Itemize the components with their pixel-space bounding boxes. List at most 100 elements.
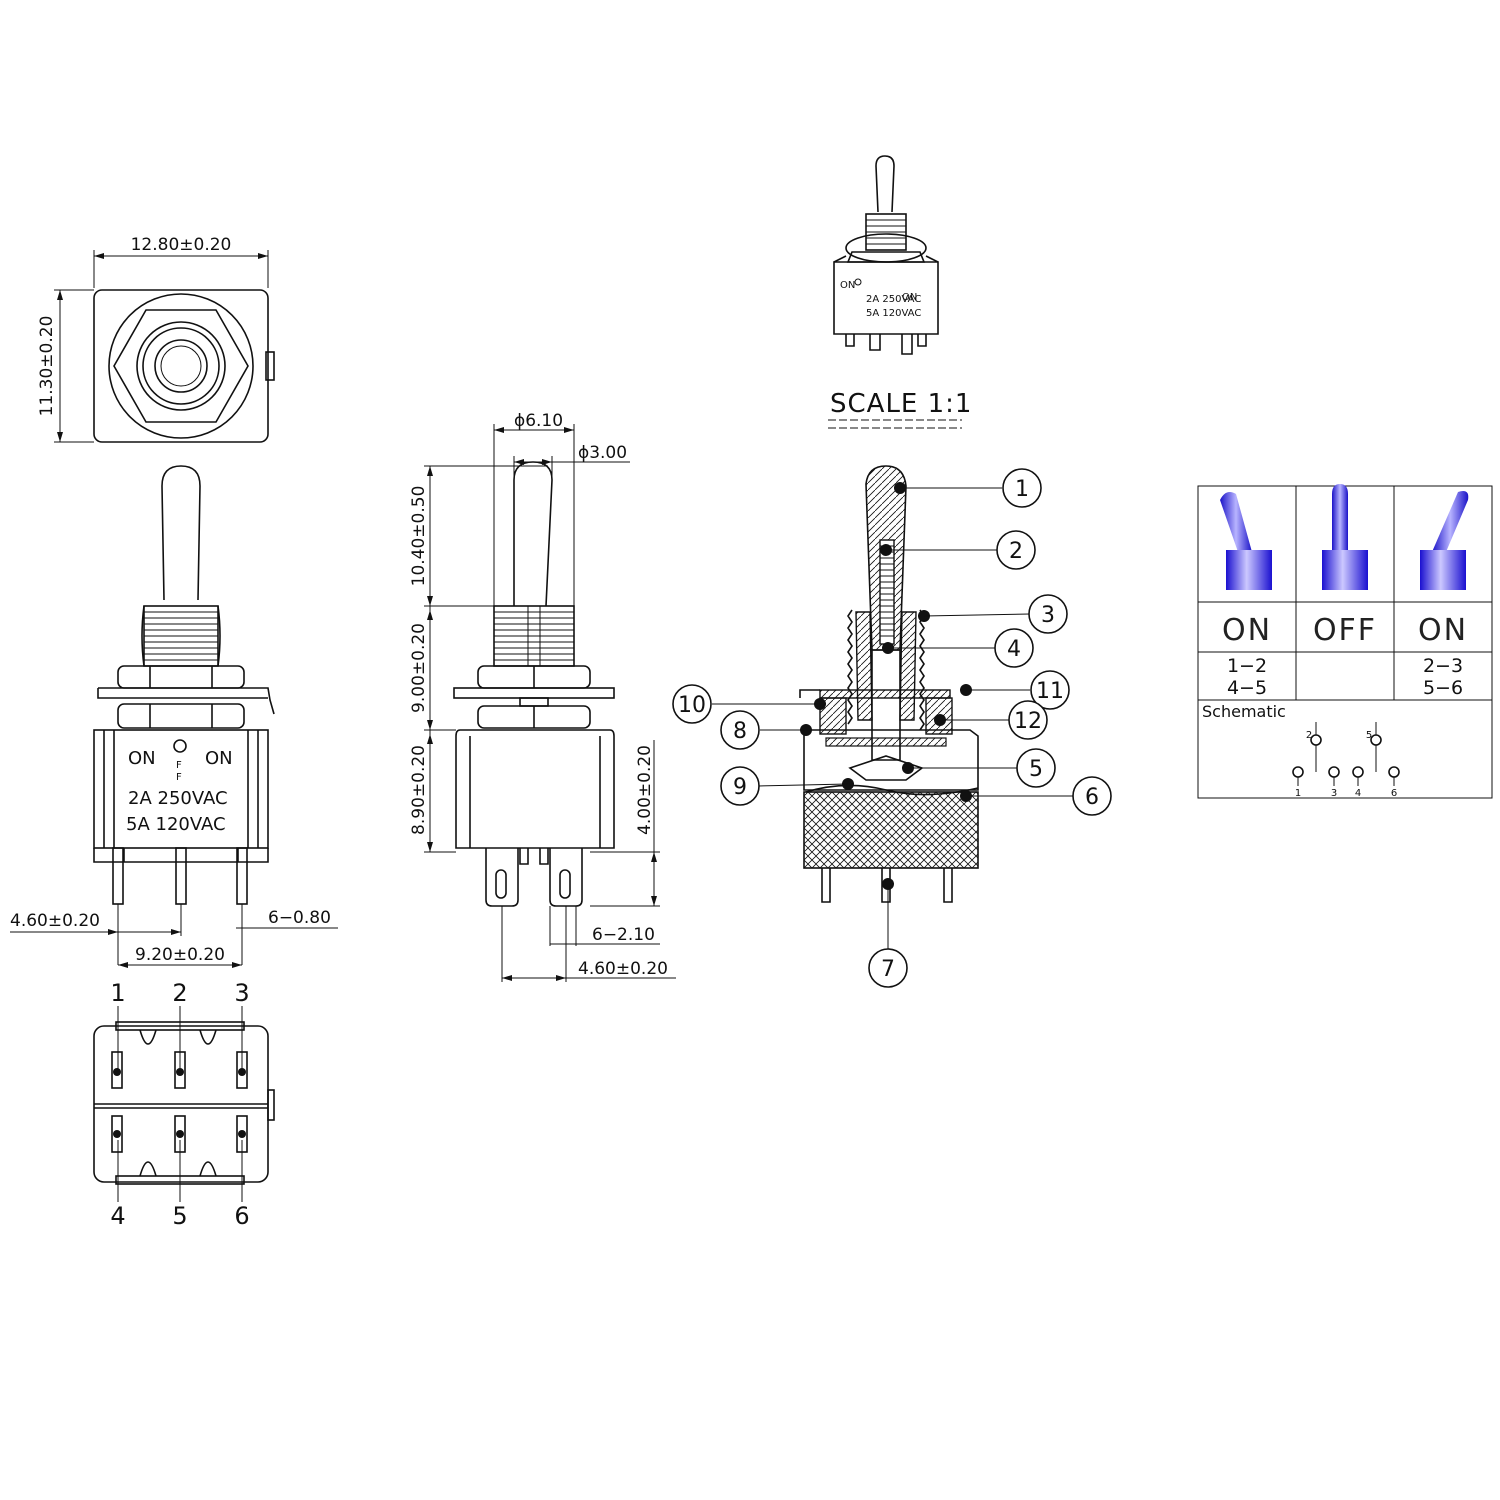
side-dia-lever: ϕ3.00: [578, 443, 627, 463]
schematic-pin-6: 6: [1391, 788, 1397, 799]
side-diameter-dims: ϕ6.10 ϕ3.00: [493, 411, 630, 606]
body-outline: [93, 289, 269, 443]
hex-nut-upper: [117, 665, 245, 689]
schematic-diagram: 1 2 3 4 5 6: [1292, 722, 1400, 799]
section-bushing-thread: [847, 609, 925, 731]
side-terminals: [485, 848, 583, 907]
side-body: [455, 729, 615, 849]
top-view-width-dimension: 12.80±0.20: [93, 235, 269, 288]
side-washer: [453, 687, 615, 699]
mini-rating-2: 5A 120VAC: [866, 308, 921, 319]
front-label-on-right: ON: [205, 748, 233, 769]
side-terminal-pitch: 4.60±0.20: [578, 959, 668, 979]
scale-label: SCALE 1:1: [830, 389, 972, 419]
callout-4: 4: [1007, 637, 1021, 662]
front-rating-1: 2A 250VAC: [128, 788, 228, 809]
schematic-pin-3: 3: [1331, 788, 1337, 799]
top-width-label: 12.80±0.20: [131, 235, 232, 255]
mini-lever: [875, 155, 895, 213]
top-view-height-dimension: 11.30±0.20: [37, 289, 94, 443]
conn-left-2: 4−5: [1227, 677, 1267, 699]
state-icon-on-left: [1220, 492, 1272, 590]
callout-7: 7: [881, 957, 895, 982]
mini-on-left: ON: [840, 280, 855, 291]
bottom-terminals: [111, 1051, 248, 1153]
callout-3: 3: [1041, 603, 1055, 628]
off-marker: F F: [173, 739, 187, 783]
state-icon-off: [1322, 484, 1368, 590]
schematic-pin-2: 2: [1306, 730, 1312, 741]
schematic-title: Schematic: [1202, 702, 1286, 721]
conn-left-1: 1−2: [1227, 655, 1267, 677]
section-housing-upper: [803, 729, 979, 791]
schematic-pin-5: 5: [1366, 730, 1372, 741]
side-h-terminal: 4.00±0.20: [635, 745, 655, 835]
side-threaded-bushing: [493, 605, 575, 667]
side-view: ϕ6.10 ϕ3.00 10.40±0.50 9.00±0.20 8.90±0.…: [409, 411, 676, 982]
lever-top: [154, 339, 208, 393]
schematic-pin-4: 4: [1355, 788, 1361, 799]
top-view: 12.80±0.20 11.30±0.20: [37, 235, 275, 443]
schematic-pin-1: 1: [1295, 788, 1301, 799]
switch-body: [93, 729, 269, 863]
side-terminal-dims: 4.00±0.20 6−2.10 4.60±0.20: [501, 740, 676, 982]
side-h-body: 8.90±0.20: [409, 745, 429, 835]
section-callout-circles: 1 2 3 4 5 6 7 8 9 10 11 12: [672, 468, 1112, 988]
section-rocker: [848, 755, 924, 781]
threaded-bushing: [141, 605, 221, 667]
callout-9: 9: [733, 775, 747, 800]
washer-outline: [108, 293, 254, 439]
bottom-view: 1 2 3 4 5 6: [93, 979, 275, 1230]
state-label-on-right: ON: [1418, 613, 1468, 648]
mini-rating-1: 2A 250VAC: [866, 294, 921, 305]
front-dimensions: 4.60±0.20 6−0.80 9.20±0.20: [10, 904, 338, 968]
front-view: ON ON F F 2A 250VAC 5A 120VAC 4.60±0.20 …: [10, 465, 338, 968]
front-pin-offset: 4.60±0.20: [10, 911, 100, 931]
callout-2: 2: [1009, 539, 1023, 564]
hex-nut: [113, 309, 249, 423]
pin-number-2: 2: [172, 979, 187, 1007]
pin-number-6: 6: [234, 1202, 249, 1230]
callout-12: 12: [1014, 709, 1042, 734]
washer: [97, 687, 275, 715]
section-leader-lines: [712, 487, 1074, 950]
bushing-outer: [136, 321, 226, 411]
state-label-on-left: ON: [1222, 613, 1272, 648]
front-pins: [112, 847, 248, 905]
side-height-dims: 10.40±0.50 9.00±0.20 8.90±0.20: [409, 465, 548, 853]
pin-number-1: 1: [110, 979, 125, 1007]
front-rating-2: 5A 120VAC: [126, 814, 226, 835]
callout-6: 6: [1085, 785, 1099, 810]
callout-10: 10: [678, 693, 706, 718]
callout-5: 5: [1029, 757, 1043, 782]
mini-body: [833, 261, 939, 335]
callout-1: 1: [1015, 477, 1029, 502]
cross-section: 1 2 3 4 5 6 7 8 9 10 11 12: [672, 465, 1112, 988]
side-terminal-width: 6−2.10: [592, 925, 655, 945]
pin-number-5: 5: [172, 1202, 187, 1230]
pin-number-3: 3: [234, 979, 249, 1007]
function-table: ON OFF ON 1−2 4−5 2−3 5−6 Schematic 1 2 …: [1197, 484, 1493, 799]
front-pin-span: 9.20±0.20: [135, 945, 225, 965]
anti-rotation-tab: [265, 351, 275, 381]
callout-11: 11: [1036, 679, 1064, 704]
state-label-off: OFF: [1313, 613, 1377, 648]
side-dia-bushing: ϕ6.10: [514, 411, 563, 431]
front-pin-width: 6−0.80: [268, 908, 331, 928]
mini-on-right: ON: [902, 292, 917, 303]
callout-8: 8: [733, 719, 747, 744]
side-h-bushing: 9.00±0.20: [409, 623, 429, 713]
state-icon-on-right: [1420, 491, 1469, 590]
top-height-label: 11.30±0.20: [37, 316, 57, 417]
svg-text:F: F: [176, 760, 182, 771]
pin-number-4: 4: [110, 1202, 125, 1230]
front-label-on-left: ON: [128, 748, 156, 769]
scale-view: ON 2A 250VAC 5A 120VAC ON SCALE 1:1: [828, 155, 972, 429]
conn-right-1: 2−3: [1423, 655, 1463, 677]
hex-nut-lower: [117, 703, 245, 729]
lever: [161, 465, 201, 601]
side-h-lever: 10.40±0.50: [409, 486, 429, 587]
side-lever: [513, 461, 553, 607]
